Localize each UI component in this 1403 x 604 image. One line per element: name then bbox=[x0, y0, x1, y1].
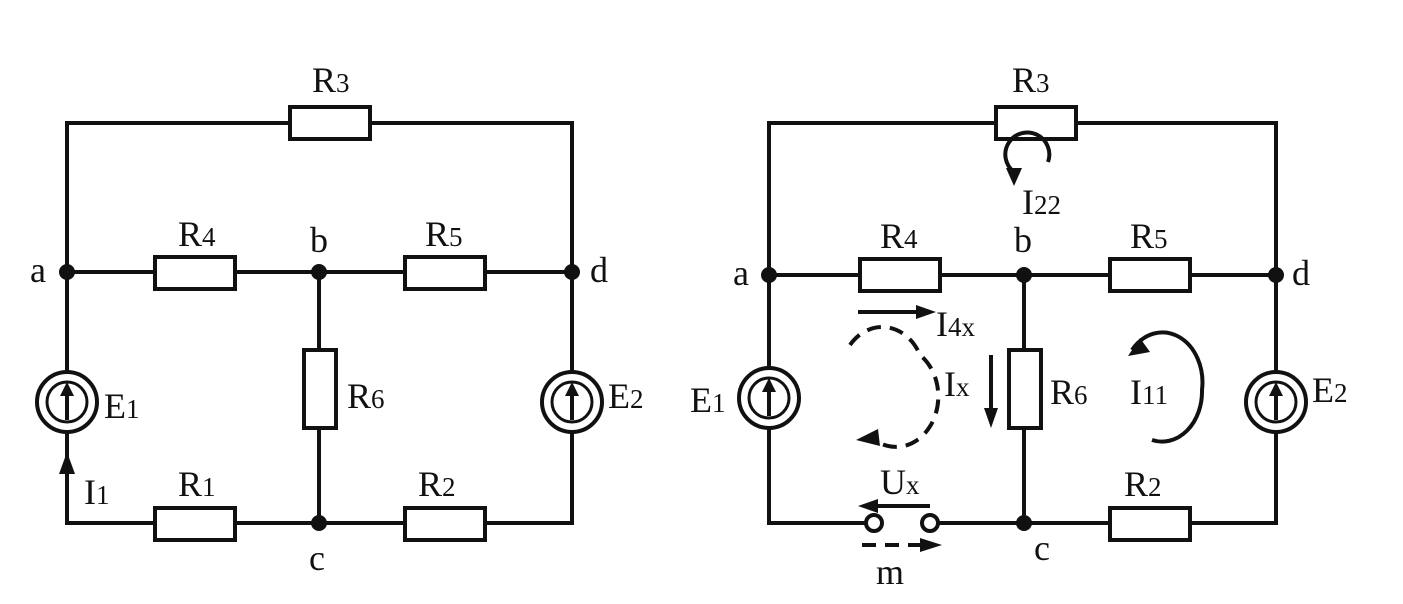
right-label-i22: I22 bbox=[1022, 182, 1061, 222]
left-node-a-dot bbox=[59, 264, 75, 280]
left-label-r1: R1 bbox=[178, 464, 216, 504]
right-node-b-dot bbox=[1016, 267, 1032, 283]
right-label-r3: R3 bbox=[1012, 60, 1050, 100]
left-resistor-r1 bbox=[153, 506, 237, 542]
right-resistor-r2 bbox=[1108, 506, 1192, 542]
left-label-r2: R2 bbox=[418, 464, 456, 504]
right-label-node-c: c bbox=[1034, 528, 1050, 568]
left-node-d-dot bbox=[564, 264, 580, 280]
right-label-e2: E2 bbox=[1312, 370, 1348, 410]
right-current-i4x-arrow bbox=[858, 305, 936, 319]
right-terminal-right bbox=[920, 513, 940, 533]
right-circuit: R3 I22 R4 R5 R6 R2 E1 E2 I4x Ix I11 Ux a… bbox=[690, 60, 1348, 592]
left-label-r5: R5 bbox=[425, 214, 463, 254]
right-source-e2 bbox=[1244, 370, 1308, 434]
left-wires bbox=[65, 121, 574, 525]
left-label-e2: E2 bbox=[608, 376, 644, 416]
right-label-r6: R6 bbox=[1050, 372, 1088, 412]
right-label-ix: Ix bbox=[944, 364, 970, 404]
right-source-e1 bbox=[737, 366, 801, 430]
right-node-c-dot bbox=[1016, 515, 1032, 531]
right-label-r4: R4 bbox=[880, 216, 918, 256]
left-label-node-b: b bbox=[310, 220, 328, 260]
left-resistor-r3 bbox=[288, 105, 372, 141]
right-label-node-m: m bbox=[876, 552, 904, 592]
right-label-e1: E1 bbox=[690, 380, 726, 420]
right-label-i11: I11 bbox=[1130, 372, 1168, 412]
left-resistor-r2 bbox=[403, 506, 487, 542]
left-node-c-dot bbox=[311, 515, 327, 531]
right-label-r5: R5 bbox=[1130, 216, 1168, 256]
left-circuit: R3 R4 R5 R6 R1 R2 E1 E2 I1 a b d c bbox=[30, 60, 644, 578]
left-label-r6: R6 bbox=[347, 376, 385, 416]
left-source-e1 bbox=[35, 370, 99, 434]
left-label-node-d: d bbox=[590, 250, 608, 290]
left-resistor-r5 bbox=[403, 255, 487, 291]
left-label-r3: R3 bbox=[312, 60, 350, 100]
left-source-e2 bbox=[540, 370, 604, 434]
right-label-r2: R2 bbox=[1124, 464, 1162, 504]
left-resistor-r4 bbox=[153, 255, 237, 291]
left-current-i1-arrow bbox=[59, 452, 75, 500]
right-terminal-left bbox=[864, 513, 884, 533]
right-resistor-r5 bbox=[1108, 257, 1192, 293]
right-loop-i11 bbox=[1128, 330, 1205, 444]
left-label-r4: R4 bbox=[178, 214, 216, 254]
right-resistor-r6 bbox=[1007, 348, 1043, 430]
right-label-node-d: d bbox=[1292, 253, 1310, 293]
right-dashed-arrow-m bbox=[862, 538, 942, 552]
right-node-d-dot bbox=[1268, 267, 1284, 283]
left-resistor-r6 bbox=[302, 348, 338, 430]
left-label-i1: I1 bbox=[84, 472, 110, 512]
left-label-node-c: c bbox=[309, 538, 325, 578]
right-resistor-r4 bbox=[858, 257, 942, 293]
right-current-ix-arrow bbox=[984, 355, 998, 428]
right-loop-i22 bbox=[1003, 130, 1052, 186]
right-node-a-dot bbox=[761, 267, 777, 283]
left-label-node-a: a bbox=[30, 250, 46, 290]
left-label-e1: E1 bbox=[104, 386, 140, 426]
right-label-node-a: a bbox=[733, 253, 749, 293]
right-label-ux: Ux bbox=[880, 462, 920, 502]
right-label-node-b: b bbox=[1014, 220, 1032, 260]
left-node-b-dot bbox=[311, 264, 327, 280]
right-voltage-ux-arrow bbox=[858, 499, 930, 513]
right-dashed-loop bbox=[848, 325, 941, 449]
right-label-i4x: I4x bbox=[936, 304, 976, 344]
